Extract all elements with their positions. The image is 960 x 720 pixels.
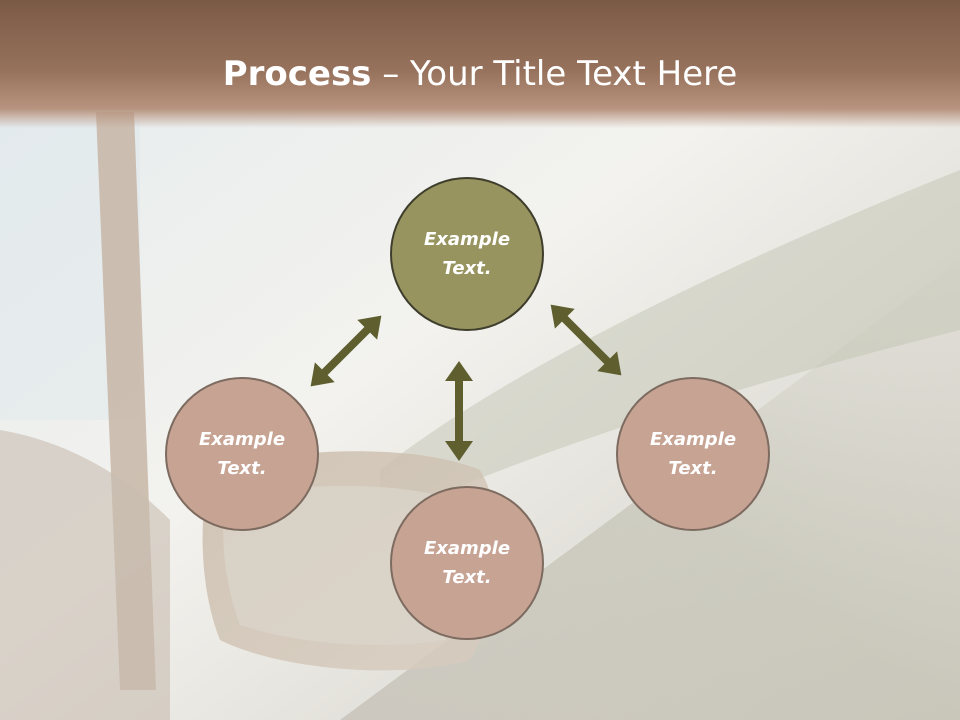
arrow-top-left xyxy=(310,315,382,387)
arrow-center-vertical xyxy=(445,361,473,461)
title-banner xyxy=(0,0,960,128)
slide-title: Process – Your Title Text Here xyxy=(0,52,960,96)
title-bold: Process xyxy=(222,54,372,94)
node-left: Example Text. xyxy=(165,377,319,531)
node-top: Example Text. xyxy=(390,177,544,331)
node-bottom: Example Text. xyxy=(390,486,544,640)
node-right: Example Text. xyxy=(616,377,770,531)
title-rest: – Your Title Text Here xyxy=(371,54,738,94)
arrow-top-right xyxy=(550,304,622,376)
